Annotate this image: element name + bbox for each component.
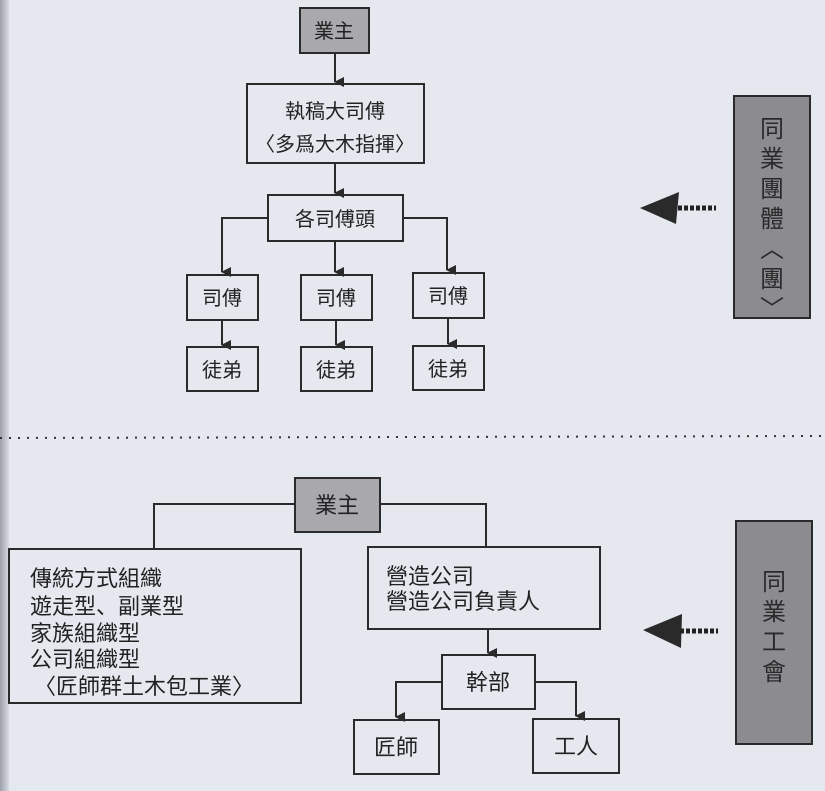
apprentice-node-1: 徒弟 — [186, 346, 259, 392]
cadre-label: 幹部 — [466, 671, 510, 696]
union-dotted-arrow — [643, 614, 718, 648]
traditional-line-2: 遊走型、副業型 — [30, 595, 184, 620]
chief-master-node: 執稿大司傅 〈多爲大木指揮〉 — [246, 83, 425, 164]
master-node-1: 司傅 — [186, 274, 259, 321]
company-line-2: 營造公司負責人 — [386, 590, 540, 615]
guild-label-char: 體 — [760, 205, 784, 233]
head-masters-label: 各司傅頭 — [295, 207, 375, 231]
guild-label-char: 業 — [760, 145, 784, 173]
chief-master-note: 〈多爲大木指揮〉 — [255, 132, 415, 156]
apprentice-node-2: 徒弟 — [300, 346, 373, 392]
union-arrow-head-icon — [643, 614, 682, 648]
workers-node: 工人 — [532, 718, 620, 774]
master-label-2: 司傅 — [316, 286, 356, 310]
craftsmen-node: 匠師 — [353, 719, 440, 775]
union-label-char: 同 — [762, 568, 786, 596]
traditional-org-node: 傳統方式組織 遊走型、副業型 家族組織型 公司組織型 〈匠師群土木包工業〉 — [8, 548, 302, 704]
arrow-cadre-to-craftsmen — [395, 681, 442, 722]
construction-company-node: 營造公司 營造公司負責人 — [367, 546, 601, 630]
arrow-heads-to-master-1 — [221, 217, 268, 277]
top-owner-node: 業主 — [299, 7, 370, 54]
head-masters-node: 各司傅頭 — [267, 194, 404, 242]
chief-master-title: 執稿大司傅 — [285, 99, 385, 123]
guild-label-char: ︿ — [760, 235, 784, 263]
guild-label-char: ﹀ — [760, 295, 784, 323]
guild-label-char: 團 — [760, 265, 784, 293]
craftsmen-label: 匠師 — [374, 736, 418, 761]
workers-label: 工人 — [554, 735, 598, 760]
union-label-char: 會 — [762, 658, 786, 686]
section-separator — [0, 435, 825, 439]
page-edge-shadow — [0, 0, 9, 791]
union-label-char: 業 — [762, 598, 786, 626]
guild-label-char: 同 — [760, 115, 784, 143]
line-owner-to-company — [380, 503, 487, 548]
master-node-3: 司傅 — [412, 272, 485, 319]
arrow-heads-to-master-3 — [403, 217, 456, 275]
traditional-line-3: 家族組織型 — [30, 622, 140, 647]
traditional-line-5: 〈匠師群土木包工業〉 — [34, 675, 254, 700]
master-node-2: 司傅 — [300, 274, 373, 321]
apprentice-label-1: 徒弟 — [202, 358, 242, 382]
arrow-cadre-to-workers — [535, 681, 585, 721]
master-label-3: 司傅 — [428, 284, 468, 308]
apprentice-node-3: 徒弟 — [412, 345, 485, 391]
master-label-1: 司傅 — [202, 286, 242, 310]
apprentice-label-2: 徒弟 — [316, 358, 356, 382]
top-owner-label: 業主 — [314, 19, 354, 43]
company-line-1: 營造公司 — [386, 565, 474, 590]
line-owner-to-traditional — [153, 503, 295, 549]
apprentice-label-3: 徒弟 — [428, 357, 468, 381]
guild-label-char: 團 — [760, 175, 784, 203]
cadre-node: 幹部 — [441, 654, 536, 710]
traditional-line-4: 公司組織型 — [30, 648, 140, 673]
bottom-owner-label: 業主 — [315, 494, 359, 519]
union-label-char: 工 — [762, 628, 786, 656]
guild-arrow-head-icon — [640, 192, 679, 224]
guild-dotted-arrow — [640, 192, 716, 224]
traditional-line-1: 傳統方式組織 — [30, 567, 162, 592]
bottom-owner-node: 業主 — [294, 477, 381, 533]
